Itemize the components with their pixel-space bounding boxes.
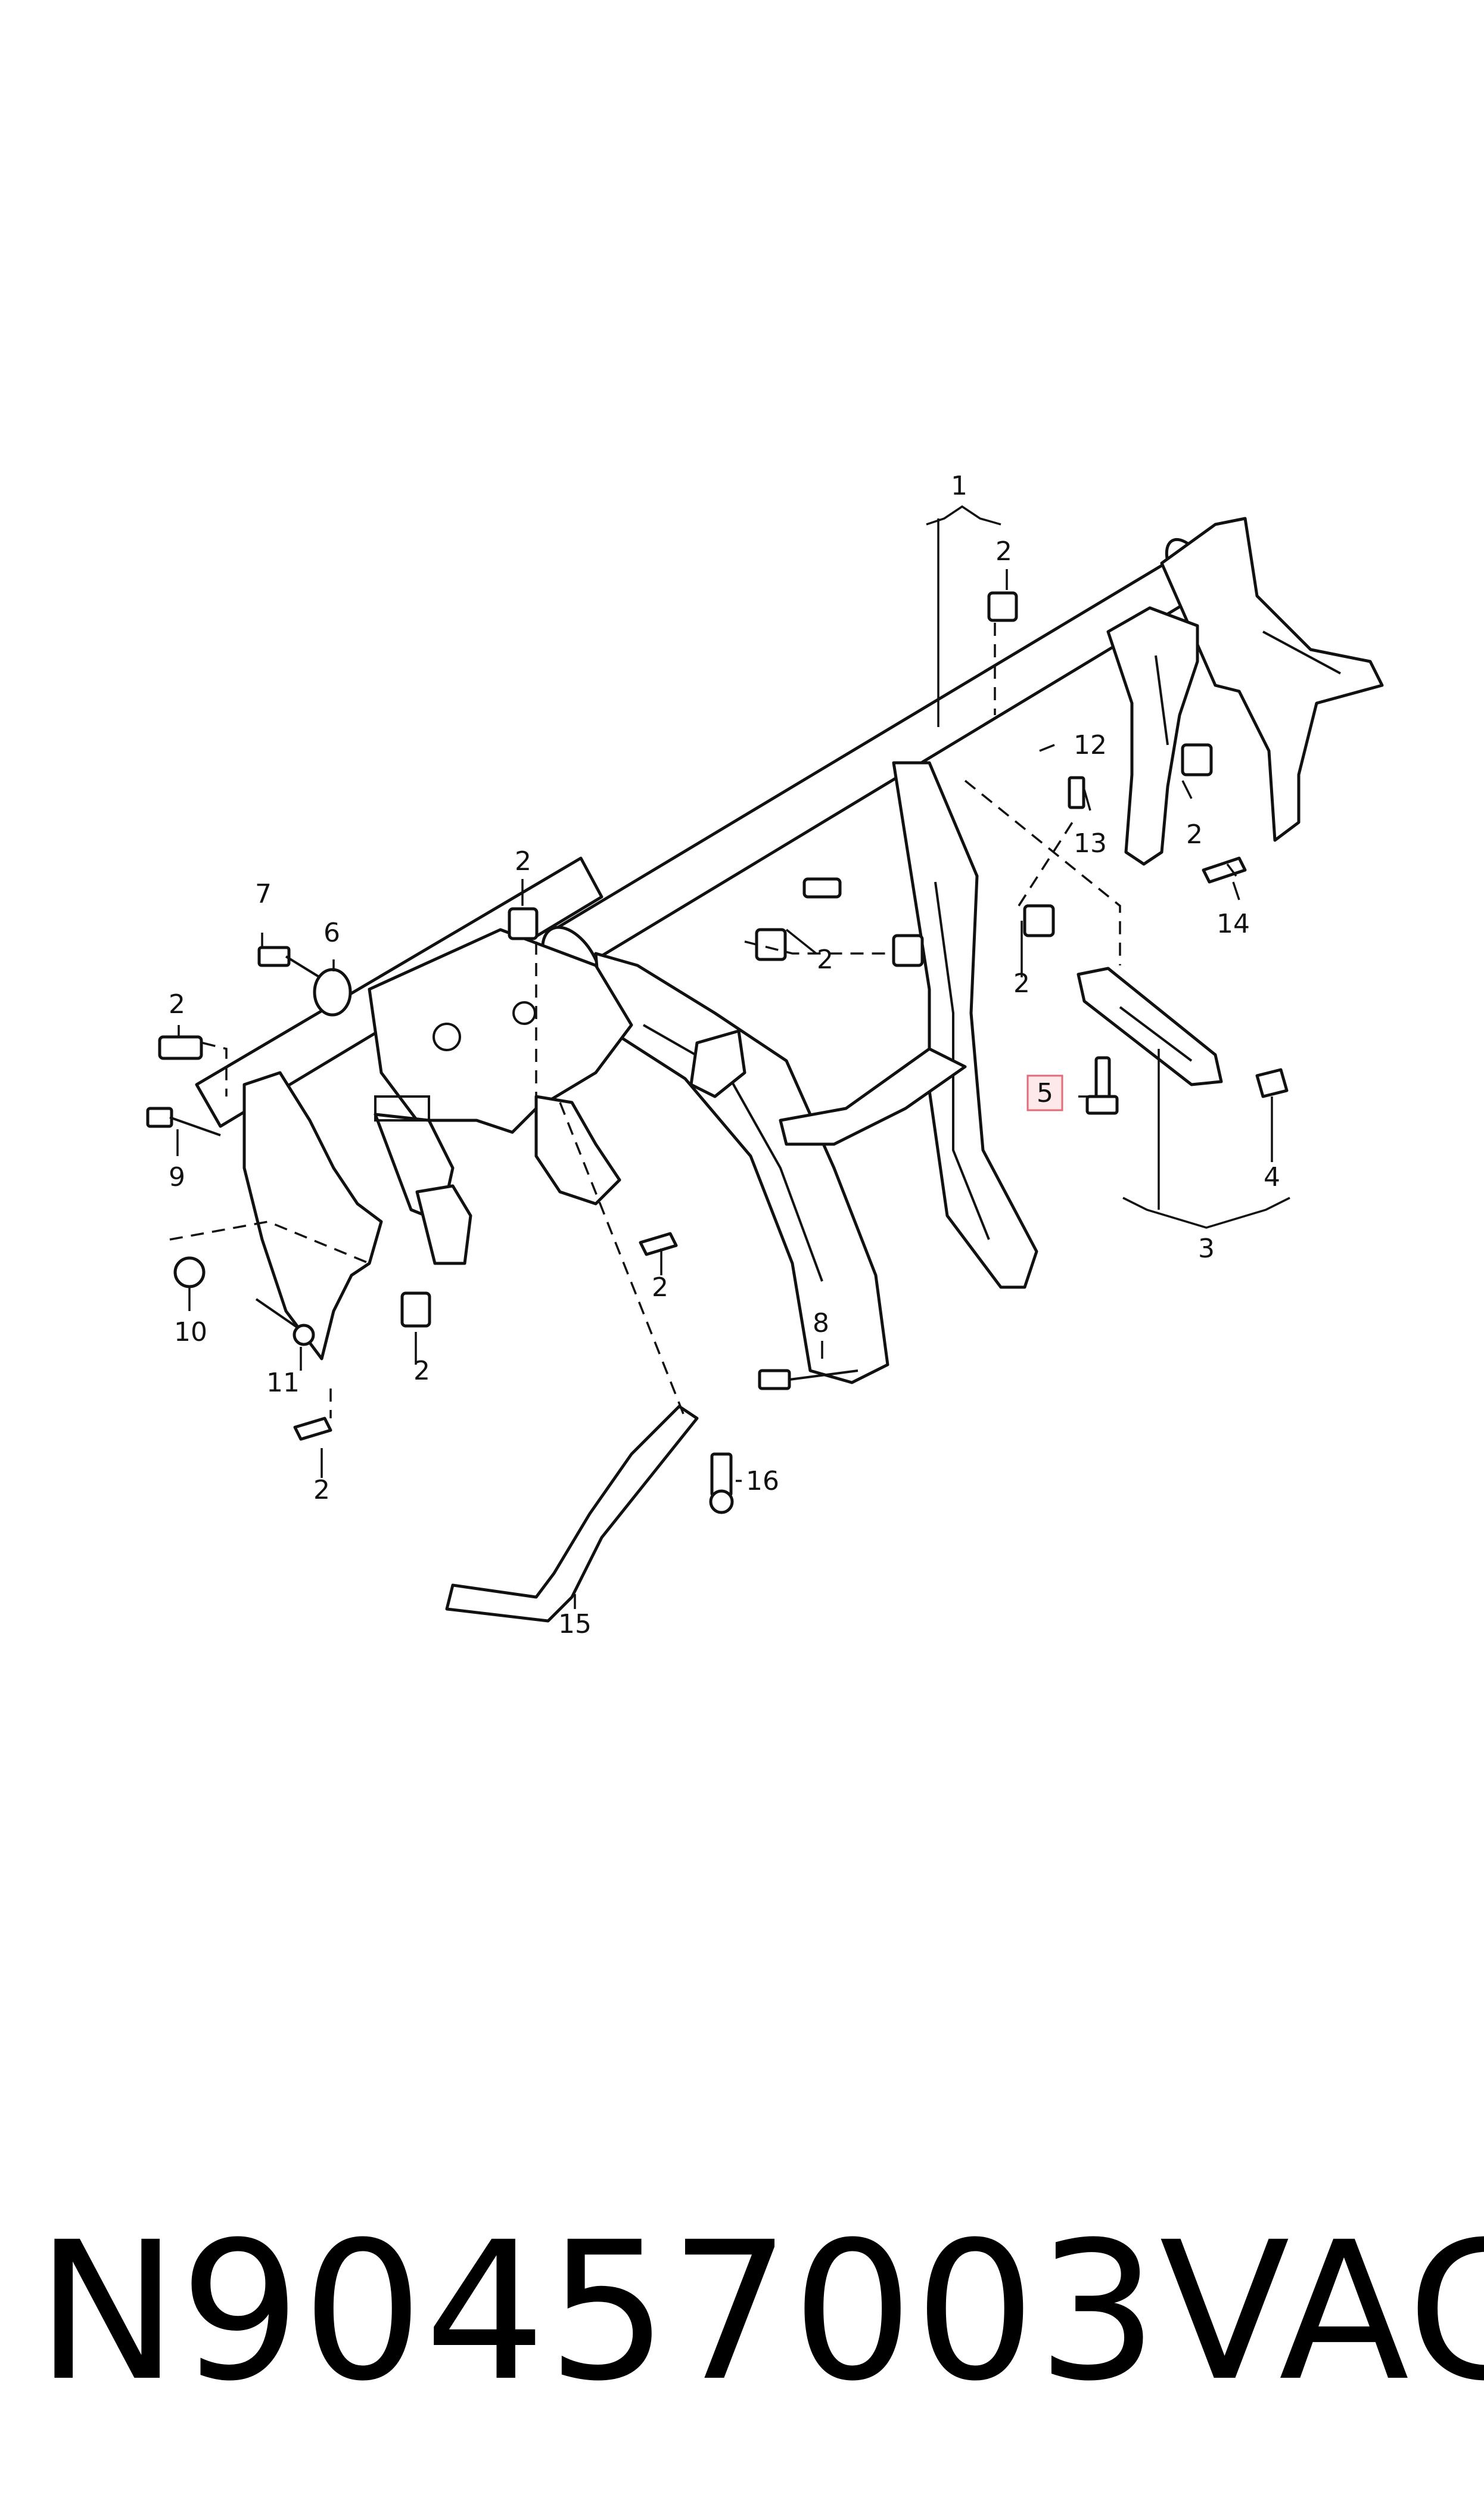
- support-strut: [445, 1405, 699, 1623]
- callout-6: 6: [323, 918, 340, 948]
- callout-2: 2: [413, 1356, 430, 1386]
- callout-2: 2: [995, 536, 1012, 567]
- center-support-brackets: [594, 761, 1038, 1384]
- callout-14: 14: [1217, 909, 1250, 939]
- right-end-bracket: [1106, 517, 1384, 866]
- callout-1: 1: [951, 471, 967, 501]
- callout-2: 2: [169, 989, 185, 1020]
- callout-8: 8: [813, 1308, 829, 1338]
- highlight-box-5: [1026, 1074, 1063, 1111]
- callout-2: 2: [1013, 968, 1030, 999]
- bolts: [146, 776, 1119, 1514]
- callout-9: 9: [169, 1162, 185, 1192]
- callout-2: 2: [515, 846, 531, 877]
- brand-name: VAG: [1159, 2201, 1484, 2423]
- guide-lines: [169, 623, 1121, 1419]
- callout-7: 7: [255, 879, 272, 909]
- callout-5: 5: [1037, 1078, 1053, 1108]
- parts-diagram: 1 2 2 2 2 2 2 2 2 2 2 3 4 5 6 7 8 9 10 1…: [146, 471, 1384, 1639]
- callout-13: 13: [1074, 828, 1107, 859]
- callout-16: 16: [746, 1466, 779, 1496]
- callout-4: 4: [1264, 1162, 1280, 1192]
- callout-11: 11: [266, 1368, 300, 1398]
- part-number-footer: N90457003 VAG: [36, 2201, 1484, 2423]
- callout-2: 2: [817, 945, 833, 975]
- callout-12: 12: [1074, 730, 1107, 760]
- callout-15: 15: [558, 1609, 592, 1639]
- clip-nuts: [158, 591, 1289, 1441]
- leader-lines: [176, 505, 1290, 1609]
- lower-right-bracket: [1077, 967, 1223, 1086]
- callout-3: 3: [1198, 1234, 1215, 1264]
- callout-10: 10: [174, 1317, 207, 1347]
- callout-2: 2: [313, 1475, 330, 1505]
- left-steering-support: [242, 928, 746, 1361]
- part-number: N90457003: [36, 2201, 1160, 2423]
- callout-2: 2: [652, 1272, 668, 1303]
- callout-2: 2: [1186, 819, 1203, 850]
